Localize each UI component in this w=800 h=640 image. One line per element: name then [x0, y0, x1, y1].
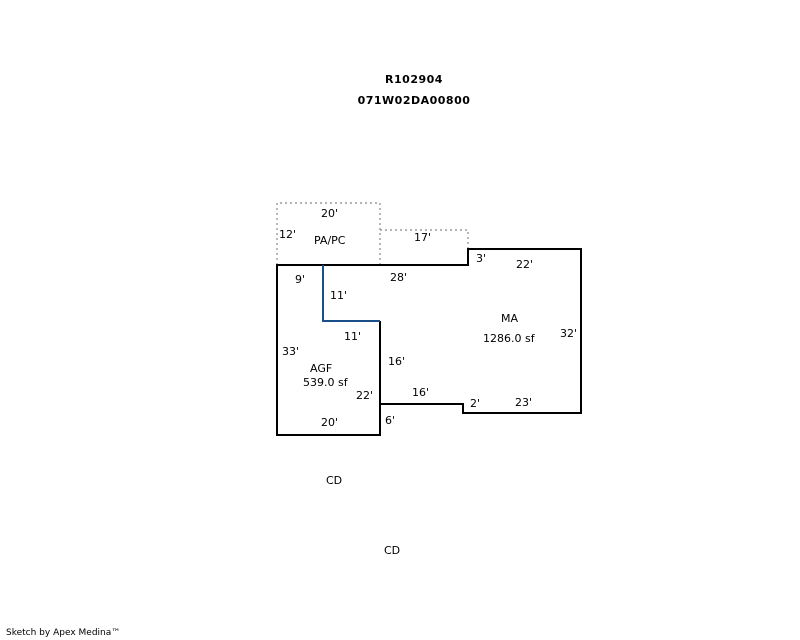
area-label-agf: AGF — [310, 362, 332, 375]
dim-inner-horizontal: 11' — [344, 330, 361, 343]
pa-pc-outline — [276, 202, 469, 265]
dim-agf-bottom: 20' — [321, 416, 338, 429]
dim-pa-right-top: 17' — [414, 231, 431, 244]
dim-shared-top: 28' — [390, 271, 407, 284]
cd-label-1: CD — [326, 474, 342, 487]
dim-agf-right-mid: 16' — [388, 355, 405, 368]
dim-ma-notch-bottom: 2' — [470, 397, 480, 410]
dim-ma-notch-left: 3' — [476, 252, 486, 265]
dim-agf-top-left: 9' — [295, 273, 305, 286]
sketch-credit: Sketch by Apex Medina™ — [6, 628, 121, 638]
dim-pa-top: 20' — [321, 207, 338, 220]
dim-ma-bottom: 23' — [515, 396, 532, 409]
area-label-pa-pc: PA/PC — [314, 234, 346, 247]
interior-divider-line — [322, 265, 380, 322]
building-outline — [276, 248, 582, 436]
dim-agf-right-lower: 22' — [356, 389, 373, 402]
area-size-agf: 539.0 sf — [303, 376, 349, 389]
cd-label-2: CD — [384, 544, 400, 557]
dim-inner-vertical: 11' — [330, 289, 347, 302]
dim-agf-left: 33' — [282, 345, 299, 358]
area-size-ma: 1286.0 sf — [483, 332, 536, 345]
dim-agf-step: 6' — [385, 414, 395, 427]
dim-ma-top: 22' — [516, 258, 533, 271]
area-label-ma: MA — [501, 312, 518, 325]
parcel-id: R102904 — [385, 73, 443, 86]
dim-pa-left: 12' — [279, 228, 296, 241]
dim-ma-lower-left: 16' — [412, 386, 429, 399]
map-number: 071W02DA00800 — [357, 94, 471, 107]
dim-ma-right: 32' — [560, 327, 577, 340]
